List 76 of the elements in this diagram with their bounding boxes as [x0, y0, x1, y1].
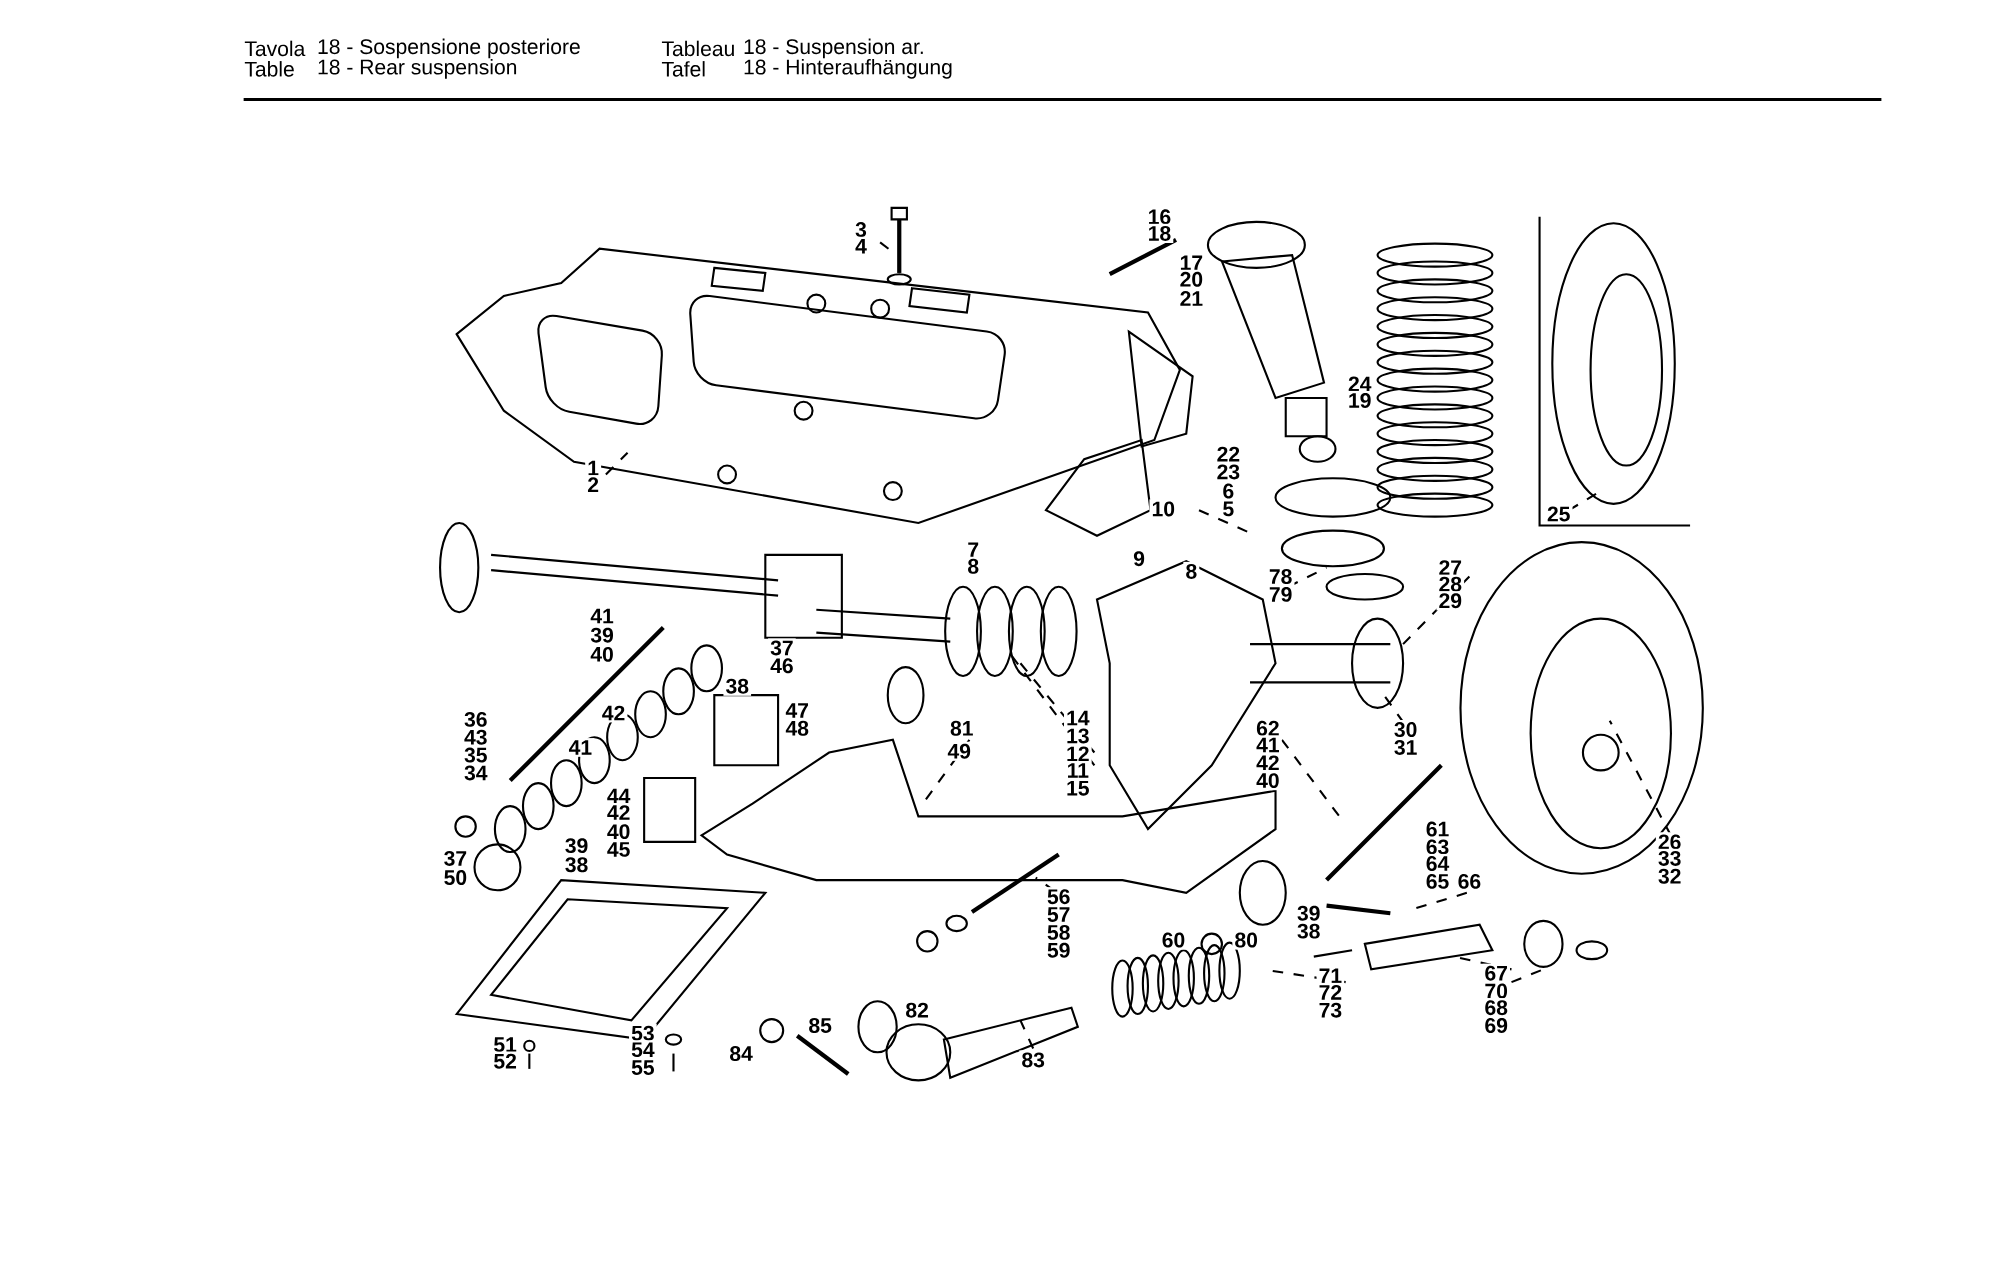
- callout-number: 11: [1064, 760, 1092, 780]
- callout-number: 52: [491, 1051, 519, 1071]
- callout-number: 41: [588, 606, 616, 626]
- callout-number: 61: [1423, 819, 1452, 839]
- callout-number: 39: [1294, 903, 1323, 923]
- callout-number: 64: [1423, 853, 1452, 873]
- header-text: Tafel: [661, 60, 705, 77]
- callout-number: 9: [1131, 548, 1147, 569]
- callout-number: 38: [723, 676, 752, 696]
- callout-number: 42: [604, 802, 633, 822]
- callout-number: 73: [1316, 1000, 1345, 1020]
- callout-number: 47: [783, 700, 812, 720]
- callout-number: 83: [1019, 1050, 1047, 1070]
- header-text: Table: [244, 60, 294, 77]
- callout-number: 38: [562, 855, 591, 875]
- callout-number: 33: [1655, 848, 1684, 868]
- callout-number: 12: [1064, 744, 1092, 764]
- callout-number: 57: [1044, 904, 1073, 924]
- callout-number: 59: [1044, 940, 1073, 960]
- header-text: 18 - Suspension ar.: [744, 38, 923, 59]
- callout-number: 4: [853, 236, 869, 256]
- callout-number: 50: [441, 867, 470, 887]
- callout-number: 15: [1064, 778, 1092, 798]
- callout-number: 7: [965, 540, 982, 559]
- callout-number: 41: [566, 737, 595, 757]
- callout-number: 84: [727, 1043, 755, 1063]
- callout-number: 39: [588, 625, 616, 645]
- callout-number: 17: [1177, 253, 1206, 272]
- header-text: 18 - Rear suspension: [318, 58, 517, 79]
- callout-number: 81: [947, 718, 976, 738]
- callout-number: 65: [1423, 871, 1452, 891]
- callout-number: 8: [1183, 561, 1200, 581]
- callout-number: 3: [853, 219, 869, 239]
- callout-number: 49: [945, 741, 974, 761]
- callout-number: 46: [768, 656, 796, 676]
- callout-number: 34: [461, 763, 490, 783]
- callout-number: 37: [441, 848, 470, 868]
- callout-number: 68: [1482, 997, 1511, 1018]
- callout-number: 8: [965, 556, 982, 576]
- callout-number: 40: [604, 821, 633, 841]
- callout-number: 85: [806, 1015, 834, 1035]
- callout-number: 20: [1177, 269, 1206, 289]
- callout-number: 71: [1316, 966, 1345, 985]
- callout-number: 58: [1044, 922, 1073, 942]
- callout-number: 6: [1220, 481, 1237, 501]
- callout-number: 72: [1316, 982, 1345, 1002]
- callout-number: 2: [585, 475, 602, 494]
- callout-number: 56: [1044, 886, 1073, 907]
- header-text: Tableau: [661, 40, 734, 57]
- callout-number: 39: [562, 835, 591, 856]
- callout-number: 18: [1145, 223, 1174, 243]
- callout-number: 29: [1436, 591, 1465, 611]
- callout-number: 80: [1232, 930, 1261, 950]
- callout-number: 36: [461, 709, 490, 729]
- callout-number: 45: [604, 839, 633, 859]
- callout-number: 60: [1159, 930, 1188, 950]
- callout-number: 19: [1345, 390, 1374, 410]
- callout-number: 23: [1214, 462, 1243, 482]
- callout-number: 79: [1266, 584, 1295, 604]
- callout-number: 82: [903, 1000, 931, 1020]
- callout-number: 25: [1544, 504, 1573, 524]
- callout-number: 30: [1391, 719, 1420, 739]
- header-text: Tavola: [244, 40, 306, 57]
- callout-number: 38: [1294, 921, 1323, 941]
- callout-number: 32: [1655, 866, 1684, 886]
- header-text: 18 - Sospensione posteriore: [318, 38, 580, 59]
- callout-number: 78: [1266, 566, 1295, 586]
- callout-number: 5: [1220, 499, 1237, 519]
- callout-number: 31: [1391, 737, 1420, 757]
- callout-number: 66: [1455, 871, 1484, 891]
- callout-number: 10: [1149, 499, 1178, 519]
- callout-number: 21: [1177, 288, 1206, 308]
- callout-number: 13: [1064, 726, 1092, 746]
- header-text: 18 - Hinteraufhängung: [744, 58, 952, 79]
- callout-number: 42: [599, 703, 628, 723]
- callout-number: 43: [461, 727, 490, 747]
